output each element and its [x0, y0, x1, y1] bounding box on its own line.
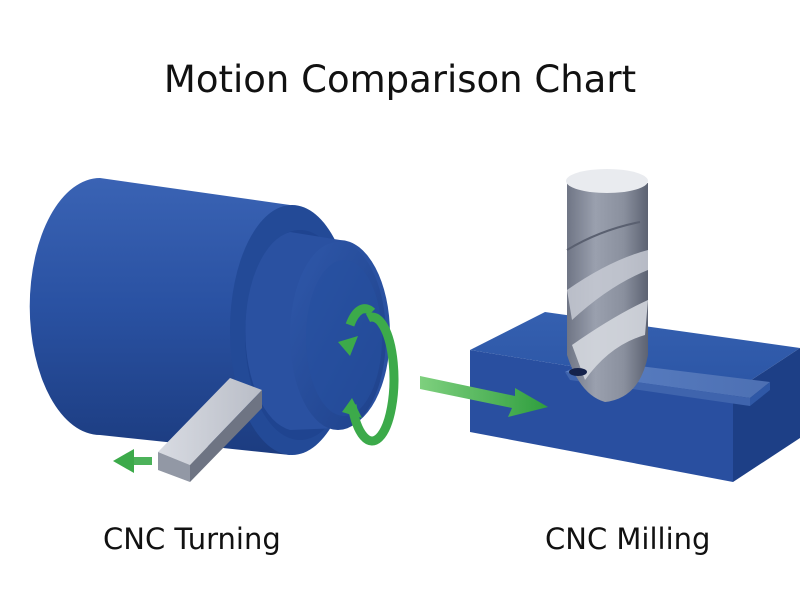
- turning-feed-arrow-icon: [113, 449, 152, 473]
- turning-tool: [158, 378, 262, 482]
- milling-caption: CNC Milling: [545, 522, 711, 556]
- chart-title: Motion Comparison Chart: [163, 58, 637, 101]
- milling-illustration: [420, 169, 800, 482]
- milling-feed-arrow-icon: [420, 376, 548, 417]
- turning-illustration: [29, 178, 399, 482]
- rotation-arrow-icon: [338, 304, 399, 446]
- turning-workpiece: [29, 178, 390, 455]
- turning-caption: CNC Turning: [103, 522, 281, 556]
- end-mill-tool: [566, 169, 648, 402]
